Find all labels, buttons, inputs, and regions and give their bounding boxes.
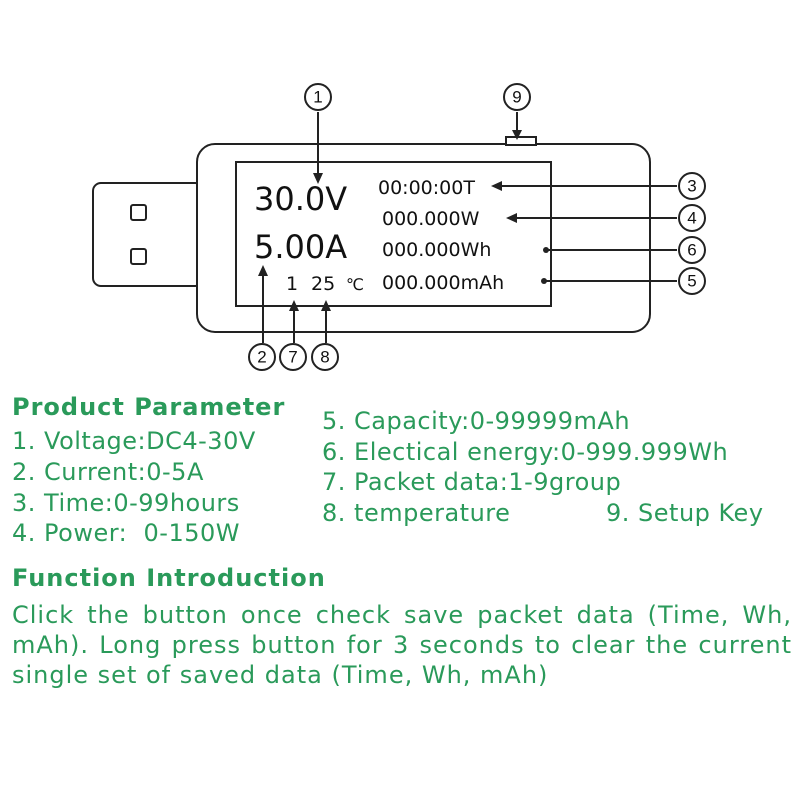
svg-text:3: 3 [687, 177, 696, 196]
callout-5: 5 [678, 267, 706, 295]
callout-8: 8 [311, 343, 339, 371]
svg-text:2: 2 [257, 348, 266, 367]
param-voltage: 1. Voltage:DC4-30V [12, 427, 256, 455]
current-reading: 5.00A [254, 228, 347, 266]
callout-9: 9 [503, 83, 531, 111]
svg-text:9: 9 [512, 88, 521, 107]
svg-text:6: 6 [687, 241, 696, 260]
param-time: 3. Time:0-99hours [12, 489, 240, 517]
callout-1: 1 [304, 83, 332, 111]
power-reading: 000.000W [382, 208, 480, 230]
energy-reading: 000.000Wh [382, 239, 491, 261]
usb-plug [92, 182, 204, 287]
param-packet-data: 7. Packet data:1-9group [322, 468, 622, 496]
param-power: 4. Power: 0-150W [12, 519, 240, 547]
usb-meter-diagram: 30.0V 5.00A 00:00:00T 000.000W 000.000Wh… [92, 83, 706, 371]
callout-6: 6 [678, 236, 706, 264]
function-introduction-text: Click the button once check save packet … [12, 601, 792, 689]
product-parameter-heading: Product Parameter [12, 393, 286, 421]
temperature-unit: ℃ [346, 275, 364, 294]
callout-7: 7 [279, 343, 307, 371]
temperature-reading: 25 [311, 273, 335, 295]
svg-text:5: 5 [687, 272, 696, 291]
param-temperature: 8. temperature [322, 499, 511, 527]
voltage-reading: 30.0V [254, 180, 347, 218]
param-capacity: 5. Capacity:0-99999mAh [322, 407, 631, 435]
meter-body [196, 136, 651, 333]
svg-text:8: 8 [320, 348, 329, 367]
svg-text:4: 4 [687, 209, 696, 228]
param-energy: 6. Electical energy:0-999.999Wh [322, 438, 729, 466]
svg-text:1: 1 [313, 88, 322, 107]
time-reading: 00:00:00T [378, 177, 475, 199]
callout-4: 4 [678, 204, 706, 232]
callout-3: 3 [678, 172, 706, 200]
param-current: 2. Current:0-5A [12, 458, 204, 486]
callout-arrowheads [258, 130, 549, 311]
function-introduction-heading: Function Introduction [12, 564, 326, 592]
group-reading: 1 [286, 273, 298, 295]
callout-lines [262, 112, 677, 343]
callout-2: 2 [248, 343, 276, 371]
param-setup-key: 9. Setup Key [606, 499, 764, 527]
svg-text:7: 7 [288, 348, 297, 367]
capacity-reading: 000.000mAh [382, 272, 504, 294]
